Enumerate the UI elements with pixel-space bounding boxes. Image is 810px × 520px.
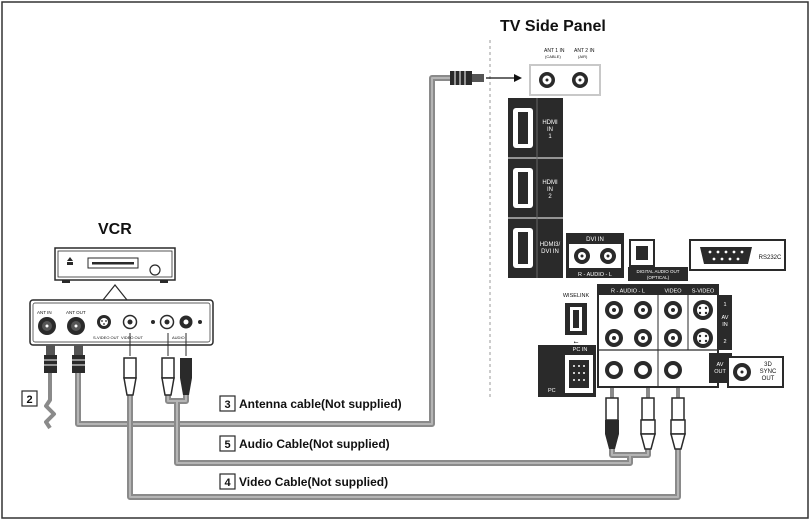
hdmi3-label-l1: HDMI3/ xyxy=(540,242,561,248)
vcr-callout xyxy=(102,284,128,301)
digital-audio-out-label-l2: (OPTICAL) xyxy=(647,275,670,280)
wall-cable xyxy=(44,345,56,430)
rs232c: RS232C xyxy=(689,239,786,271)
av-block: R - AUDIO - L VIDEO S-VIDEO AV IN 1 2 xyxy=(597,284,732,388)
wiselink-label: WISELINK xyxy=(563,293,590,299)
av-out-label-l1: AV xyxy=(717,362,724,368)
vcr-side-plugs xyxy=(44,333,192,396)
av-in-2-label: 2 xyxy=(723,339,726,345)
hdmi-in-2-label-l1: HDMI xyxy=(542,180,558,186)
cable-label-audio-number: 5 xyxy=(224,439,230,451)
vcr-audio-label: AUDIO xyxy=(172,335,185,340)
av-in-2-audio-r-jack[interactable] xyxy=(605,329,623,347)
av-in-1-label: 1 xyxy=(723,302,726,308)
dvi-in-label: DVI IN xyxy=(586,237,604,243)
ant2-in-label: ANT 2 IN xyxy=(574,48,595,54)
av-in-1-audio-r-jack[interactable] xyxy=(605,301,623,319)
sync-out-label-l1: 3D xyxy=(764,362,772,368)
av-in-2-audio-l-jack[interactable] xyxy=(634,329,652,347)
usb-icon: ⭠ xyxy=(574,340,579,346)
antenna-cable-core xyxy=(77,77,450,425)
vcr-ant-in-jack[interactable] xyxy=(38,317,56,335)
av-out-audio-r-jack[interactable] xyxy=(605,361,623,379)
vcr-video-out-jack[interactable] xyxy=(122,314,138,330)
av-in-2-svideo-jack[interactable] xyxy=(693,328,713,348)
cable-label-video: 4 Video Cable(Not supplied) xyxy=(219,473,388,490)
vcr xyxy=(54,247,176,301)
av-in-1-svideo-jack[interactable] xyxy=(693,300,713,320)
av-out-audio-l-jack[interactable] xyxy=(634,361,652,379)
pc-in: PC IN PC xyxy=(538,345,596,397)
dvi-audio-label: R - AUDIO - L xyxy=(578,272,612,278)
av-out-video-jack[interactable] xyxy=(664,361,682,379)
ant2-in-jack[interactable] xyxy=(572,72,588,88)
vcr-ant-out-jack[interactable] xyxy=(67,317,85,335)
vcr-title: VCR xyxy=(98,221,132,238)
hdmi-in-1-label-l3: 1 xyxy=(548,134,552,140)
tv-side-panel-title: TV Side Panel xyxy=(500,18,606,35)
digital-audio-out-label-l1: DIGITAL AUDIO OUT xyxy=(636,269,679,274)
vcr-video-out-label: VIDEO OUT xyxy=(121,335,144,340)
av-in-label-l2: IN xyxy=(722,322,728,328)
hdmi-stack: HDMI IN 1 HDMI IN 2 HDMI3/ DVI IN xyxy=(508,98,563,278)
antenna-plug-tv xyxy=(450,71,484,85)
wall-callout: 2 xyxy=(21,390,38,407)
av-video-header: VIDEO xyxy=(664,289,682,295)
av-svideo-header: S-VIDEO xyxy=(692,289,715,295)
cable-label-antenna-number: 3 xyxy=(224,399,230,411)
cable-label-video-number: 4 xyxy=(224,477,231,489)
hdmi-in-2-label-l2: IN xyxy=(547,187,553,193)
wall-callout-number: 2 xyxy=(26,394,32,406)
cable-label-antenna: 3 Antenna cable(Not supplied) xyxy=(219,395,402,412)
av-in-label-l1: AV xyxy=(722,315,729,321)
hdmi-in-2-label-l3: 2 xyxy=(548,194,552,200)
pc-label: PC xyxy=(548,388,556,394)
ant1-in-sub-label: (CABLE) xyxy=(545,54,561,59)
vcr-ant-out-label: ANT OUT xyxy=(66,310,86,315)
rs232c-port[interactable] xyxy=(700,247,752,264)
vcr-svideo-out-jack[interactable] xyxy=(97,315,111,329)
hdmi3-label-l2: DVI IN xyxy=(541,249,559,255)
vcr-ant-in-label: ANT IN xyxy=(37,310,52,315)
av-out-label-l2: OUT xyxy=(714,369,726,375)
av-in-1-audio-l-jack[interactable] xyxy=(634,301,652,319)
dvi-in-audio: DVI IN R - AUDIO - L xyxy=(566,233,624,278)
av-audio-header: R - AUDIO - L xyxy=(611,289,645,295)
ant1-in-label: ANT 1 IN xyxy=(544,48,565,54)
ant2-in-sub-label: (AIR) xyxy=(578,54,588,59)
vcr-power-knob xyxy=(149,264,161,276)
cable-label-audio-text: Audio Cable(Not supplied) xyxy=(239,437,390,451)
sync-out-jack[interactable] xyxy=(733,363,751,381)
vcr-audio-l-jack[interactable] xyxy=(159,314,175,330)
vcr-svideo-out-label: S-VIDEO OUT xyxy=(93,335,120,340)
tv-rca-plugs xyxy=(605,397,686,450)
wiselink: WISELINK ⭠ xyxy=(563,293,590,346)
video-cable-core xyxy=(129,395,679,498)
optical-port[interactable] xyxy=(629,239,655,267)
cables-layer xyxy=(44,75,681,500)
cable-label-antenna-text: Antenna cable(Not supplied) xyxy=(239,397,402,411)
sync-out-label-l2: SYNC xyxy=(760,369,777,375)
ant1-in-jack[interactable] xyxy=(539,72,555,88)
vcr-back-panel: ANT IN ANT OUT S-VIDEO OUT VIDEO OUT AUD… xyxy=(29,299,214,346)
sync-out: 3D SYNC OUT xyxy=(727,356,784,388)
digital-audio-out: DIGITAL AUDIO OUT (OPTICAL) xyxy=(628,239,688,281)
antenna-arrow xyxy=(486,74,522,82)
sync-out-label-l3: OUT xyxy=(762,376,775,382)
av-in-1-video-jack[interactable] xyxy=(664,301,682,319)
vcr-eject-icon xyxy=(67,262,73,265)
av-in-2-video-jack[interactable] xyxy=(664,329,682,347)
pc-in-label: PC IN xyxy=(573,347,588,353)
cable-label-video-text: Video Cable(Not supplied) xyxy=(239,475,388,489)
cable-label-audio: 5 Audio Cable(Not supplied) xyxy=(219,435,390,452)
rs232c-label: RS232C xyxy=(759,255,782,261)
hdmi-in-1-label-l1: HDMI xyxy=(542,120,558,126)
tv-side-panel: ANT 1 IN (CABLE) ANT 2 IN (AIR) xyxy=(450,48,786,450)
vcr-audio-r-jack[interactable] xyxy=(179,315,193,329)
audio-cable-core xyxy=(167,395,649,464)
ant-in-highlight xyxy=(529,64,601,96)
hdmi-in-1-label-l2: IN xyxy=(547,127,553,133)
